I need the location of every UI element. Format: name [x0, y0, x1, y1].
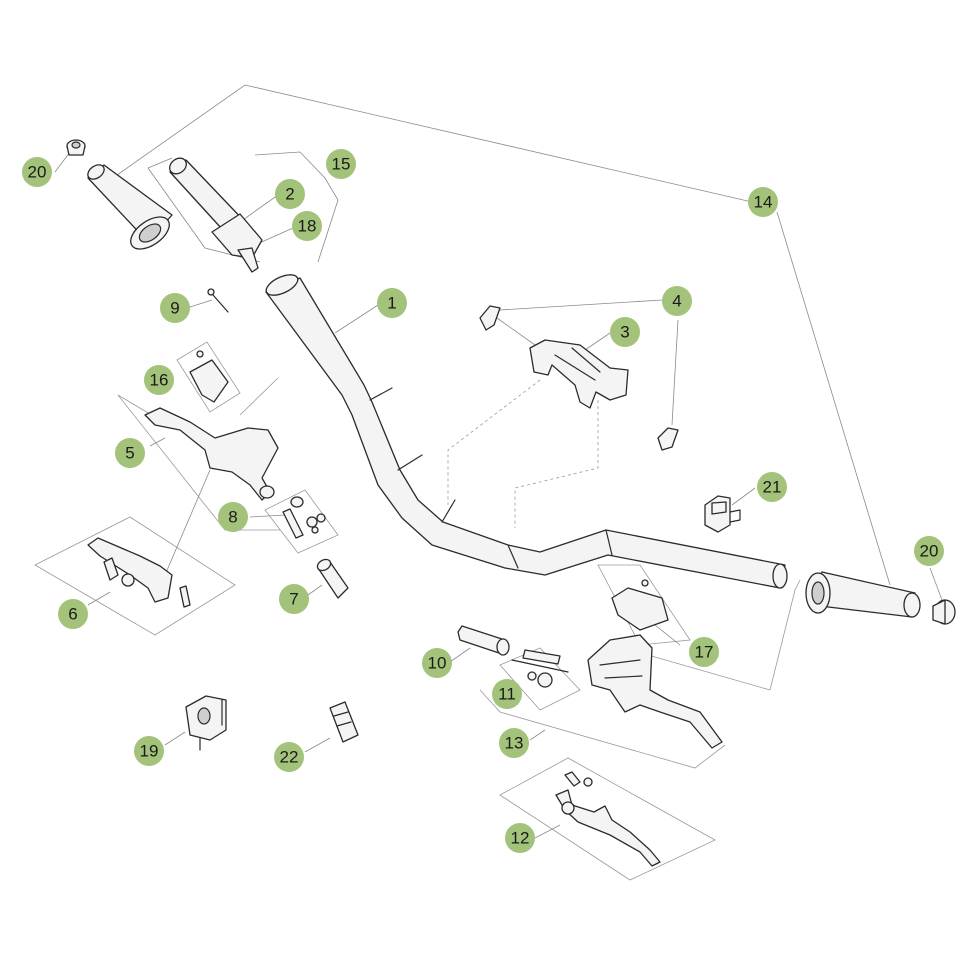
callout-19: 19 — [134, 736, 164, 766]
brake-master-cylinder — [587, 634, 723, 749]
clutch-master-cylinder — [144, 407, 279, 501]
callout-1: 1 — [377, 288, 407, 318]
svg-text:4: 4 — [672, 292, 681, 311]
lever-left — [87, 537, 191, 608]
clamp-bolt-bottom — [657, 427, 679, 451]
switch-box-part-19 — [185, 695, 227, 751]
callout-14: 14 — [748, 187, 778, 217]
callout-10: 10 — [422, 648, 452, 678]
switch-part-21 — [704, 495, 741, 533]
callout-13: 13 — [499, 728, 529, 758]
callout-8: 8 — [218, 502, 248, 532]
callout-3: 3 — [610, 317, 640, 347]
callout-6: 6 — [58, 599, 88, 629]
sleeve-part-10 — [457, 625, 510, 656]
svg-text:12: 12 — [511, 829, 530, 848]
svg-text:6: 6 — [68, 605, 77, 624]
fittings-part-11 — [511, 649, 569, 688]
screw-part-9 — [207, 288, 229, 313]
callout-17: 17 — [689, 637, 719, 667]
reservoir-cap-right — [611, 579, 669, 631]
callout-11: 11 — [492, 679, 522, 709]
svg-text:15: 15 — [332, 155, 351, 174]
svg-text:22: 22 — [280, 748, 299, 767]
lever-right — [555, 771, 661, 867]
svg-text:14: 14 — [754, 193, 773, 212]
svg-text:18: 18 — [298, 217, 317, 236]
svg-text:11: 11 — [498, 685, 516, 704]
svg-text:20: 20 — [28, 163, 47, 182]
svg-text:5: 5 — [125, 444, 134, 463]
bar-end-cap-right — [932, 599, 956, 625]
svg-text:19: 19 — [140, 742, 159, 761]
svg-text:9: 9 — [170, 299, 179, 318]
bag-part-22 — [329, 701, 359, 743]
callout-12: 12 — [505, 823, 535, 853]
sleeve-part-7 — [316, 558, 349, 599]
grip-left — [87, 164, 173, 250]
svg-text:17: 17 — [695, 643, 714, 662]
callout-4: 4 — [662, 286, 692, 316]
throttle-assembly — [169, 157, 263, 273]
callout-5: 5 — [115, 438, 145, 468]
svg-text:3: 3 — [620, 323, 629, 342]
grip-right — [805, 571, 921, 618]
callout-9: 9 — [160, 293, 190, 323]
svg-text:10: 10 — [428, 654, 447, 673]
callout-20-right: 20 — [914, 536, 944, 566]
callout-15: 15 — [326, 149, 356, 179]
clamp-bolt-top — [479, 305, 501, 331]
handlebar-clamp — [529, 339, 629, 409]
callout-20-left: 20 — [22, 157, 52, 187]
handlebar — [265, 274, 788, 589]
callout-18: 18 — [292, 211, 322, 241]
svg-text:2: 2 — [285, 185, 294, 204]
callout-16: 16 — [144, 365, 174, 395]
svg-text:1: 1 — [387, 294, 396, 313]
svg-text:7: 7 — [289, 590, 298, 609]
callout-22: 22 — [274, 742, 304, 772]
leader-lines — [34, 84, 943, 881]
callout-21: 21 — [757, 472, 787, 502]
bar-end-cap-left — [66, 139, 86, 156]
callout-2: 2 — [275, 179, 305, 209]
callout-7: 7 — [279, 584, 309, 614]
svg-text:20: 20 — [920, 542, 939, 561]
svg-text:8: 8 — [228, 508, 237, 527]
svg-text:16: 16 — [150, 371, 169, 390]
reservoir-cap-left — [189, 350, 229, 403]
svg-text:13: 13 — [505, 734, 524, 753]
svg-text:21: 21 — [763, 478, 782, 497]
fittings-part-8 — [282, 496, 326, 539]
